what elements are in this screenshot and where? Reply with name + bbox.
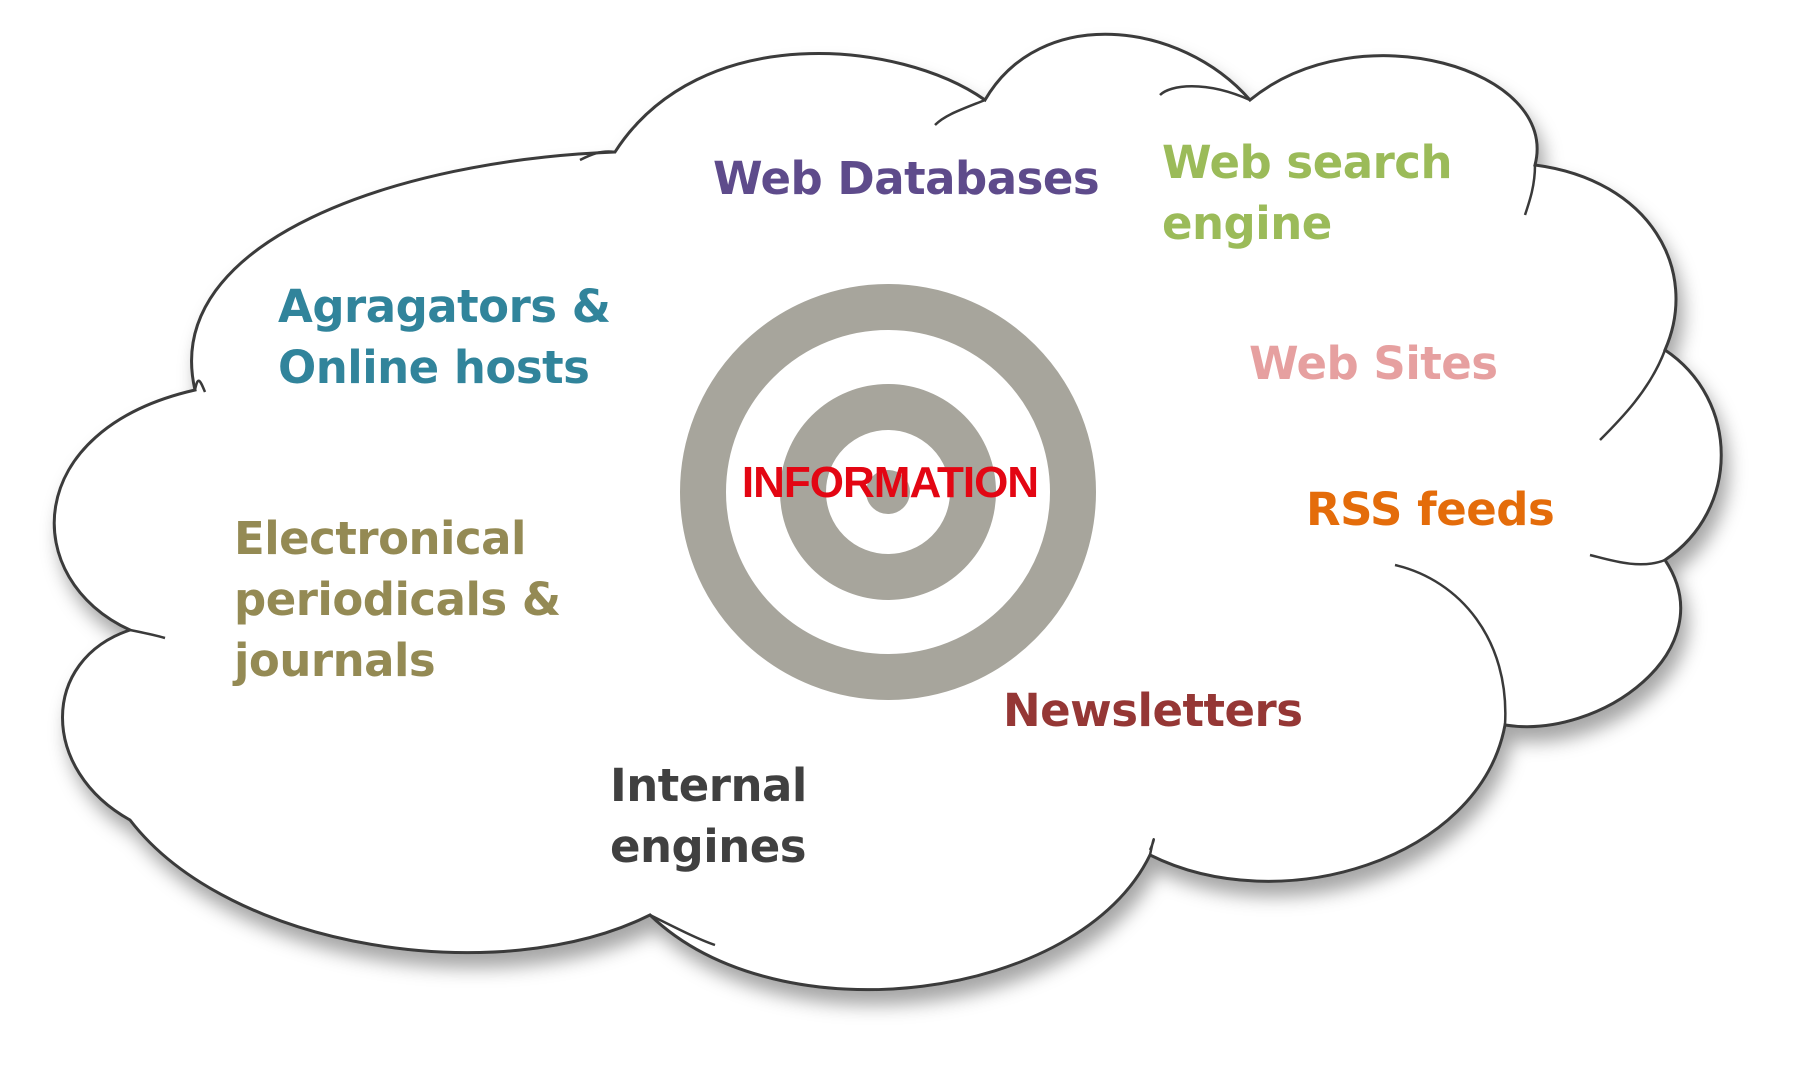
source-label-electronical-periodicals: Electronical periodicals & journals <box>234 508 561 691</box>
source-label-line: periodicals & <box>234 573 561 626</box>
source-label-web-databases: Web Databases <box>713 148 1100 209</box>
source-label-line: engine <box>1162 197 1332 250</box>
source-label-line: Online hosts <box>278 341 590 394</box>
source-label-line: Web Sites <box>1249 337 1498 390</box>
source-label-line: Internal <box>610 759 807 812</box>
source-label-agragators-online-hosts: Agragators & Online hosts <box>278 276 611 398</box>
center-label: INFORMATION <box>741 458 1039 507</box>
source-label-newsletters: Newsletters <box>1003 680 1303 741</box>
target-icon <box>680 282 1100 702</box>
source-label-line: Agragators & <box>278 280 611 333</box>
target-bullseye <box>866 470 910 514</box>
source-label-line: Newsletters <box>1003 684 1303 737</box>
source-label-web-search-engine: Web search engine <box>1162 132 1453 254</box>
cloud-creases <box>129 85 1667 947</box>
source-label-line: Web search <box>1162 136 1453 189</box>
target-ring-outer <box>680 284 1096 700</box>
target-ring-middle <box>780 384 996 600</box>
source-label-internal-engines: Internal engines <box>610 755 807 877</box>
source-label-line: RSS feeds <box>1306 483 1555 536</box>
source-label-line: Electronical <box>234 512 526 565</box>
source-label-web-sites: Web Sites <box>1249 333 1498 394</box>
source-label-line: journals <box>234 634 436 687</box>
source-label-rss-feeds: RSS feeds <box>1306 479 1555 540</box>
source-label-line: Web Databases <box>713 152 1100 205</box>
source-label-line: engines <box>610 820 807 873</box>
